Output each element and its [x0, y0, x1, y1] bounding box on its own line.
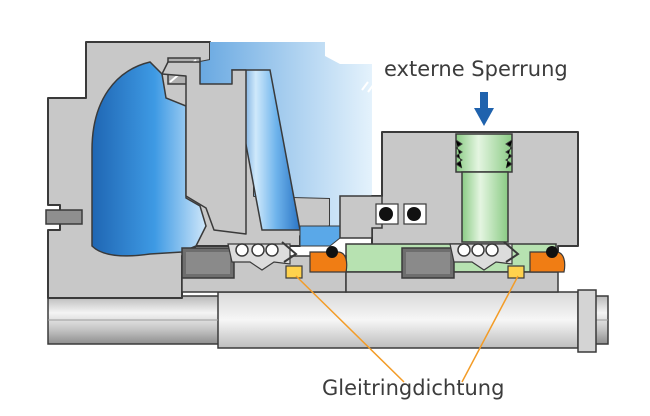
mechanical-seal-label: Gleitringdichtung [322, 376, 505, 400]
shaft [47, 289, 609, 353]
leader-lines [295, 275, 519, 383]
mechanical-seal-right [401, 241, 566, 279]
barrier-fluid [345, 133, 557, 273]
mechanical-seal-left [181, 241, 348, 279]
down-arrow-icon [474, 92, 494, 126]
process-fluid [91, 42, 375, 257]
external-barrier-label: externe Sperrung [384, 57, 568, 81]
gland-plate [161, 61, 247, 235]
